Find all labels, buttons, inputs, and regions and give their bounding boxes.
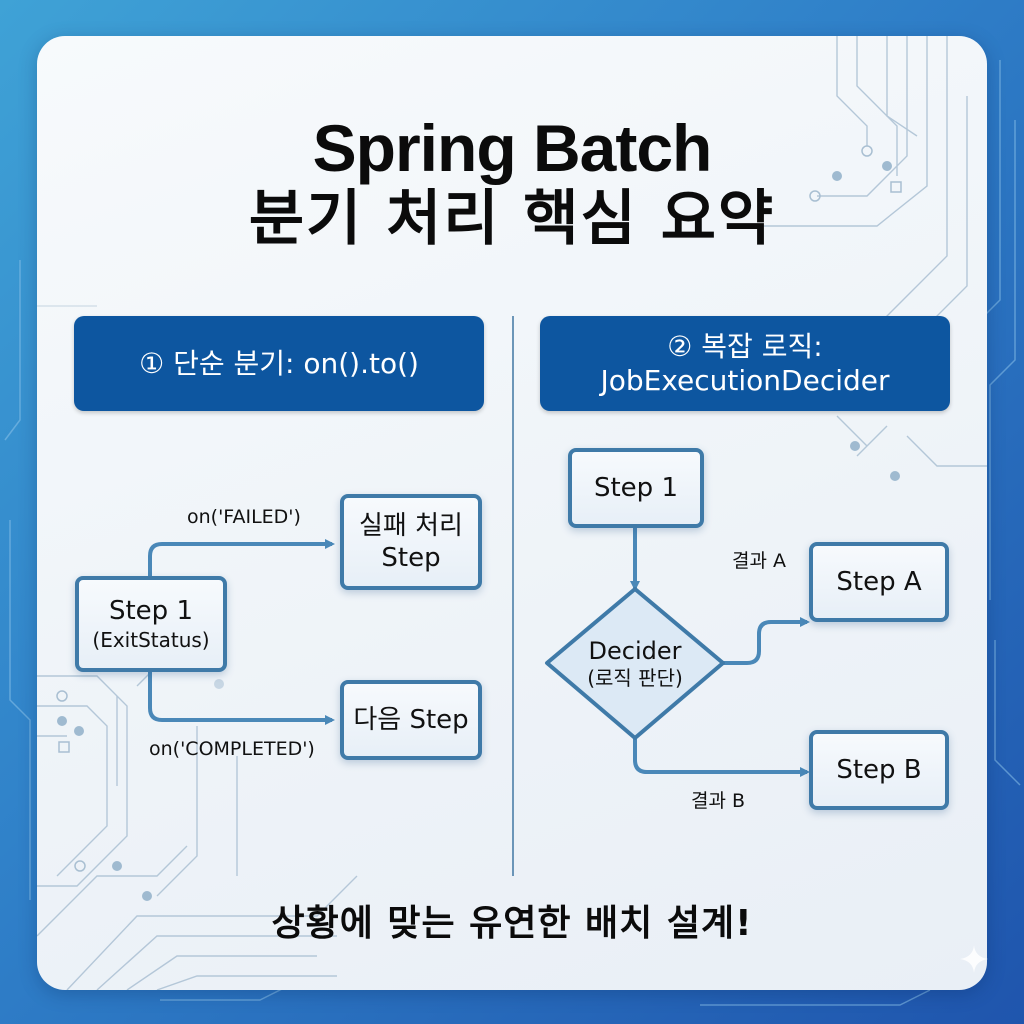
node-label: 다음 Step xyxy=(353,704,469,735)
node-failed-step: 실패 처리 Step xyxy=(340,494,482,590)
node-label-2: Step xyxy=(381,543,441,573)
node-sublabel: (ExitStatus) xyxy=(92,627,210,652)
section-divider xyxy=(512,316,514,876)
node-label: 실패 처리 xyxy=(359,510,463,541)
decider-sublabel: (로직 판단) xyxy=(587,665,683,690)
section-header-label: ① 단순 분기: on().to() xyxy=(139,346,419,380)
node-step-a: Step A xyxy=(809,542,949,622)
node-label: Step B xyxy=(836,754,922,785)
node-label: Step A xyxy=(836,566,922,597)
decider-label: Decider (로직 판단) xyxy=(557,621,713,705)
page-title: Spring Batch 분기 처리 핵심 요약 xyxy=(37,111,987,254)
edge-label-completed: on('COMPLETED') xyxy=(149,738,315,760)
sparkle-icon xyxy=(960,945,988,973)
node-step-b: Step B xyxy=(809,730,949,810)
node-step1-exitstatus: Step 1 (ExitStatus) xyxy=(75,576,227,672)
node-next-step: 다음 Step xyxy=(340,680,482,760)
decider-title: Decider xyxy=(588,636,682,665)
section-header-label: ② 복잡 로직: xyxy=(667,329,823,363)
footer-tagline: 상황에 맞는 유연한 배치 설계! xyxy=(271,903,753,944)
section-header-simple-branch: ① 단순 분기: on().to() xyxy=(74,316,484,411)
section-header-label-2: JobExecutionDecider xyxy=(600,363,890,397)
edge-label-result-b: 결과 B xyxy=(691,790,746,812)
node-step1: Step 1 xyxy=(568,448,704,528)
node-label: Step 1 xyxy=(108,596,193,627)
infographic-card: Spring Batch 분기 처리 핵심 요약 ① 단순 분기: on().t… xyxy=(37,36,987,990)
section-header-decider: ② 복잡 로직: JobExecutionDecider xyxy=(540,316,950,411)
node-label: Step 1 xyxy=(593,472,678,503)
edge-label-failed: on('FAILED') xyxy=(187,506,301,528)
title-line-2: 분기 처리 핵심 요약 xyxy=(248,183,776,254)
title-line-1: Spring Batch xyxy=(312,111,713,185)
edge-label-result-a: 결과 A xyxy=(732,550,786,572)
